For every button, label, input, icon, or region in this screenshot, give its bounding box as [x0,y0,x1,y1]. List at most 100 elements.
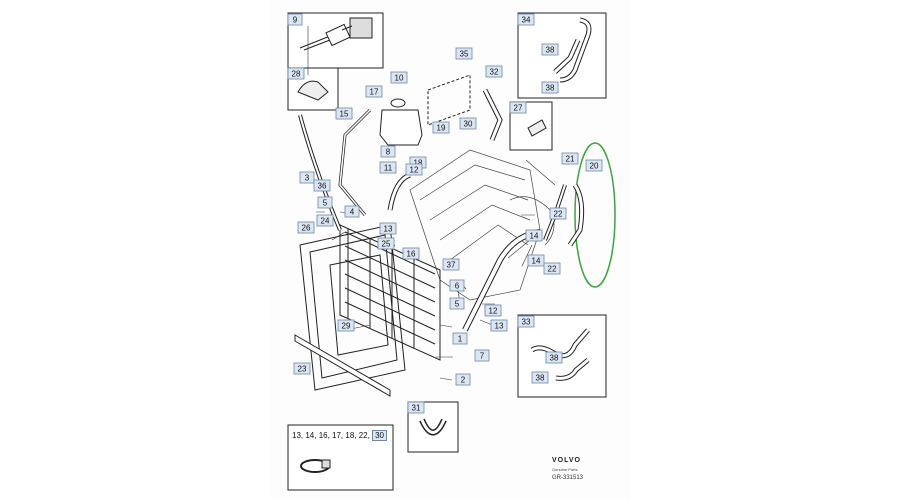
part-label-4[interactable]: 4 [344,205,360,218]
svg-text:15: 15 [340,110,349,119]
part-label-37[interactable]: 37 [442,258,460,271]
inset-box-31 [407,401,459,453]
part-label-26[interactable]: 26 [297,221,315,234]
part-label-2[interactable]: 2 [455,373,471,386]
svg-text:1: 1 [458,335,463,344]
part-label-16[interactable]: 16 [402,247,420,260]
part-label-29[interactable]: 29 [337,319,355,332]
part-label-11[interactable]: 11 [379,161,397,174]
svg-text:14: 14 [532,257,541,266]
svg-text:36: 36 [318,182,327,191]
svg-text:18: 18 [414,159,423,168]
svg-text:4: 4 [350,208,355,217]
clamp-caption-30[interactable]: 30 [372,430,387,441]
part-label-38-a[interactable]: 38 [541,43,559,56]
svg-text:8: 8 [386,148,391,157]
svg-text:38: 38 [546,84,555,93]
part-label-13-b[interactable]: 13 [490,319,508,332]
engine-block [409,149,555,301]
part-label-31[interactable]: 31 [407,401,425,414]
svg-text:19: 19 [437,124,446,133]
svg-text:33: 33 [522,318,531,327]
svg-text:22: 22 [548,265,557,274]
svg-text:32: 32 [490,68,499,77]
dashed-bracket [427,74,471,126]
part-label-38-c[interactable]: 38 [545,351,563,364]
svg-text:31: 31 [412,404,421,413]
svg-text:22: 22 [554,210,563,219]
svg-text:14: 14 [530,232,539,241]
part-label-12-lower[interactable]: 12 [484,304,502,317]
part-label-20[interactable]: 20 [585,159,603,172]
part-label-23[interactable]: 23 [293,362,311,375]
svg-text:38: 38 [536,374,545,383]
part-label-24[interactable]: 24 [316,214,334,227]
part-label-1[interactable]: 1 [452,332,468,345]
svg-text:38: 38 [550,354,559,363]
volvo-logo: VOLVO [552,457,581,464]
svg-text:12: 12 [489,307,498,316]
part-label-9[interactable]: 9 [287,13,303,26]
svg-text:28: 28 [292,70,301,79]
svg-text:29: 29 [342,322,351,331]
svg-text:2: 2 [461,376,466,385]
svg-text:5: 5 [323,199,328,208]
part-label-22-b[interactable]: 22 [543,262,561,275]
svg-text:30: 30 [464,120,473,129]
svg-text:16: 16 [407,250,416,259]
part-label-32[interactable]: 32 [485,65,503,78]
part-label-22-a[interactable]: 22 [549,207,567,220]
svg-text:37: 37 [447,261,456,270]
svg-text:13: 13 [384,225,393,234]
part-label-27[interactable]: 27 [509,101,527,114]
svg-text:10: 10 [395,74,404,83]
inset-box-9 [287,12,384,69]
svg-text:25: 25 [382,240,391,249]
svg-text:35: 35 [460,50,469,59]
diagram-reference-code: GR-331513 [552,475,584,481]
part-label-25[interactable]: 25 [377,237,395,250]
expansion-tank [379,98,423,146]
part-label-34[interactable]: 34 [517,13,535,26]
svg-text:26: 26 [302,224,311,233]
part-label-33[interactable]: 33 [517,315,535,328]
part-label-13-a[interactable]: 13 [379,222,397,235]
part-label-17[interactable]: 17 [365,85,383,98]
inset-box-clamps [287,424,394,491]
svg-text:21: 21 [566,155,575,164]
part-label-19[interactable]: 19 [432,121,450,134]
part-label-15[interactable]: 15 [335,107,353,120]
clamp-parts-caption: 13, 14, 16, 17, 18, 22, 30 [292,430,387,441]
part-label-14-a[interactable]: 14 [527,254,545,267]
clamp-caption-prefix: 13, 14, 16, 17, 18, 22, [292,431,370,440]
part-label-6[interactable]: 6 [449,279,465,292]
inset-box-34 [517,12,607,99]
part-label-21[interactable]: 21 [561,152,579,165]
radiator-shroud [299,224,406,391]
parts-diagram-page: 9 28 34 38 38 10 17 15 35 32 19 30 8 27 … [270,0,630,500]
part-label-14-b[interactable]: 14 [525,229,543,242]
svg-text:6: 6 [455,282,460,291]
svg-text:5: 5 [455,300,460,309]
part-label-7[interactable]: 7 [474,349,490,362]
part-label-38-b[interactable]: 38 [541,81,559,94]
part-label-5[interactable]: 5 [449,297,465,310]
part-label-10[interactable]: 10 [390,71,408,84]
part-label-36[interactable]: 36 [313,179,331,192]
svg-text:38: 38 [546,46,555,55]
svg-text:9: 9 [293,16,298,25]
part-label-30[interactable]: 30 [459,117,477,130]
part-label-3[interactable]: 3 [299,171,315,184]
part-label-8[interactable]: 8 [380,145,396,158]
part-label-12[interactable]: 12 [405,163,423,176]
part-label-28[interactable]: 28 [287,67,305,80]
part-label-38-d[interactable]: 38 [531,371,549,384]
svg-text:12: 12 [410,166,419,175]
svg-text:23: 23 [298,365,307,374]
svg-text:11: 11 [384,164,393,173]
part-label-5-top[interactable]: 5 [317,196,333,209]
svg-text:34: 34 [522,16,531,25]
highlight-ring [574,142,616,288]
part-label-35[interactable]: 35 [455,47,473,60]
lower-bracket [294,334,391,397]
